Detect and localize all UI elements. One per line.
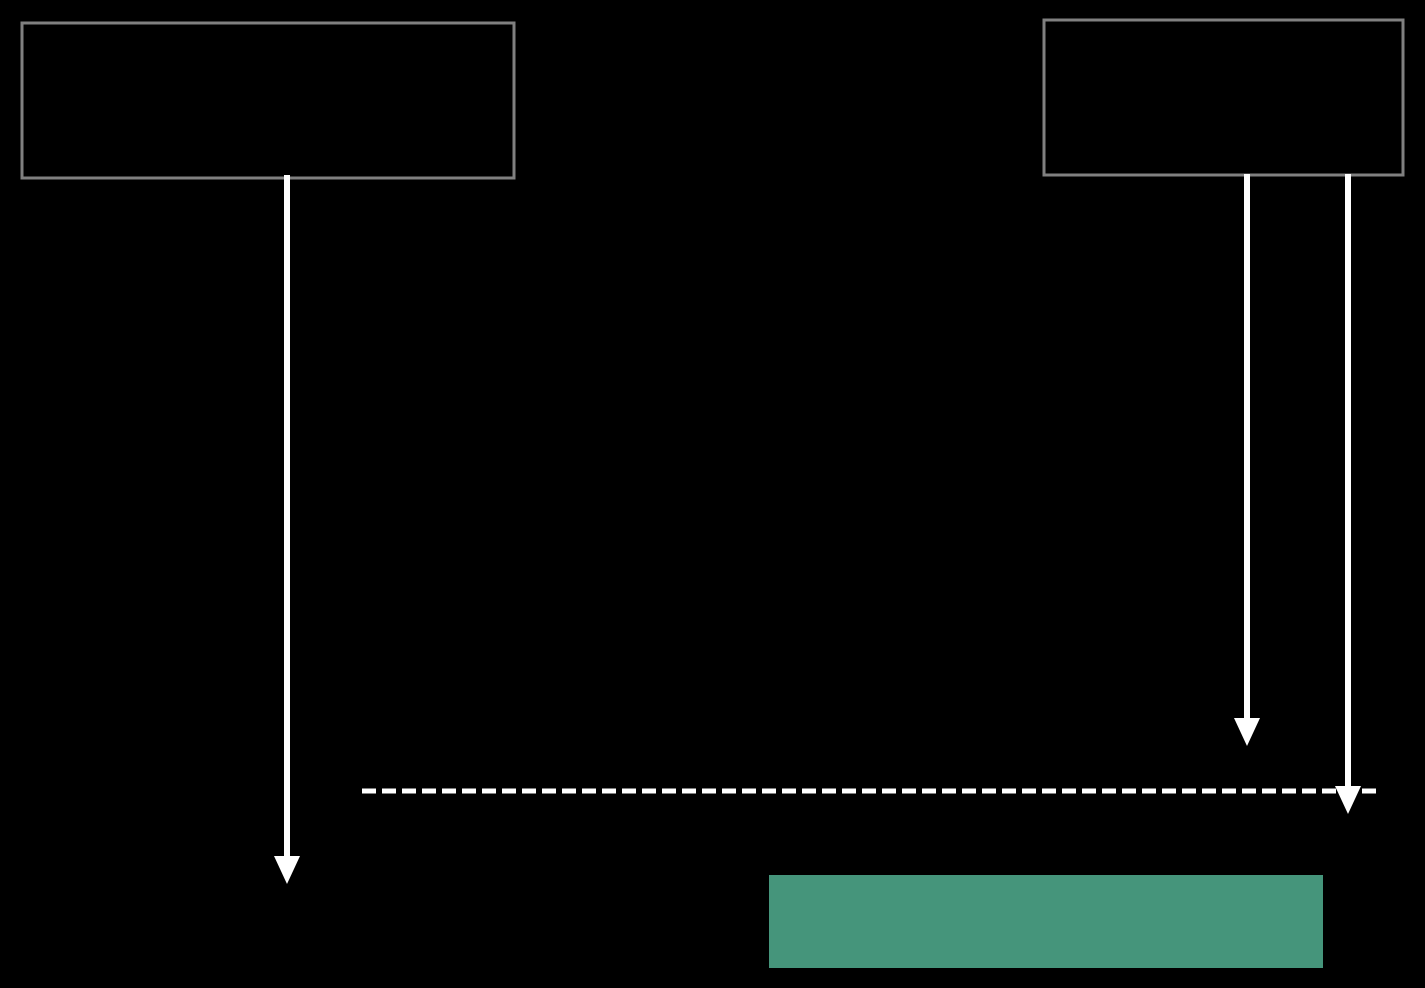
box-left <box>20 21 516 180</box>
highlight-block <box>769 875 1323 968</box>
arrow-right-short <box>1234 174 1260 746</box>
arrow-left <box>274 175 300 884</box>
arrow-left-head <box>274 856 300 884</box>
box-right-frame <box>1042 18 1405 177</box>
box-left-frame <box>20 21 516 180</box>
highlight-block-fill <box>769 875 1323 968</box>
arrow-right-short-head <box>1234 718 1260 746</box>
box-right <box>1042 18 1405 177</box>
